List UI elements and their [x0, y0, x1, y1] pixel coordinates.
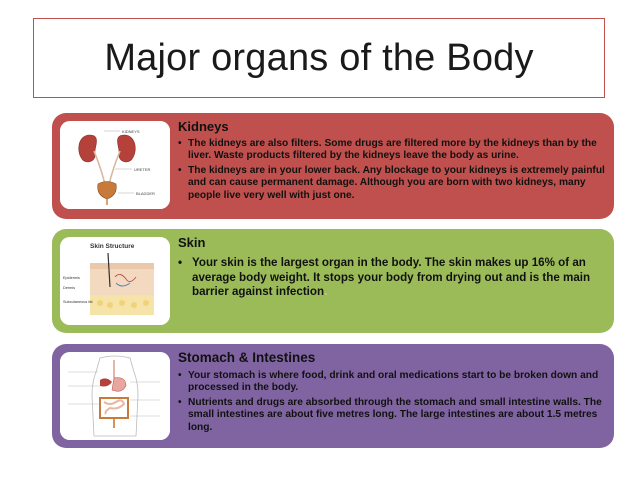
epidermis-label: Epidermis [63, 276, 80, 280]
slide-title: Major organs of the Body [104, 36, 534, 79]
stomach-heading: Stomach & Intestines [178, 350, 316, 365]
skin-trailing-period: . [324, 285, 328, 298]
skin-bullet-text: Your skin is the largest organ in the bo… [192, 256, 591, 298]
skin-heading: Skin [178, 235, 206, 250]
stomach-bullet-1: Your stomach is where food, drink and or… [178, 370, 606, 395]
bladder-label: BLADDER [136, 191, 155, 196]
kidneys-card: KIDNEYS URETER BLADDER Kidneys The kidne… [52, 113, 614, 219]
digestive-illustration [60, 352, 170, 440]
kidneys-image: KIDNEYS URETER BLADDER [60, 121, 170, 209]
stomach-image [60, 352, 170, 440]
kidneys-illustration: KIDNEYS URETER BLADDER [60, 121, 170, 209]
subcutaneous-fat-label: Subcutaneous fat [63, 300, 93, 304]
dermis-label: Dermis [63, 286, 75, 290]
kidneys-heading: Kidneys [178, 119, 229, 134]
skin-card: Skin Structure Epidermis Dermis Subcutan… [52, 229, 614, 333]
kidneys-bullets: The kidneys are also filters. Some drugs… [178, 138, 606, 202]
stomach-bullets: Your stomach is where food, drink and or… [178, 370, 606, 434]
title-box: Major organs of the Body [33, 18, 605, 98]
ureter-label: URETER [134, 167, 151, 172]
skin-image: Skin Structure Epidermis Dermis Subcutan… [60, 237, 170, 325]
skin-structure-title: Skin Structure [90, 243, 135, 250]
kidneys-bullet-1: The kidneys are also filters. Some drugs… [178, 138, 606, 163]
kidneys-bullet-2: The kidneys are in your lower back. Any … [178, 165, 606, 202]
skin-bullets: Your skin is the largest organ in the bo… [178, 256, 606, 300]
kidneys-label: KIDNEYS [122, 129, 140, 134]
skin-illustration: Skin Structure Epidermis Dermis Subcutan… [60, 237, 170, 325]
stomach-bullet-2: Nutrients and drugs are absorbed through… [178, 397, 606, 434]
stomach-card: Stomach & Intestines Your stomach is whe… [52, 344, 614, 448]
skin-bullet-1: Your skin is the largest organ in the bo… [178, 256, 606, 300]
